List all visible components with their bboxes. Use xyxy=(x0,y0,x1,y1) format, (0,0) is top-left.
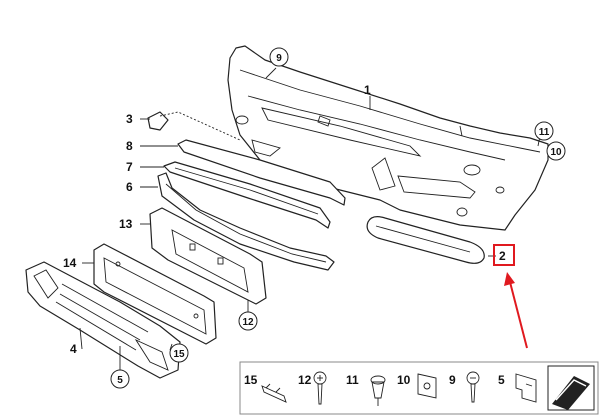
label-14: 14 xyxy=(63,256,77,270)
highlight-box xyxy=(493,244,515,266)
cap-part[interactable] xyxy=(147,111,169,131)
circle-label-11: 11 xyxy=(534,121,554,141)
label-1: 1 xyxy=(364,83,371,97)
svg-text:10: 10 xyxy=(397,373,411,387)
legend-item-insert xyxy=(547,365,595,411)
label-13: 13 xyxy=(119,217,133,231)
svg-text:5: 5 xyxy=(117,375,123,386)
moulding-middle[interactable] xyxy=(163,161,331,229)
leader-lines xyxy=(79,67,541,370)
bumper-carrier[interactable] xyxy=(25,261,181,379)
legend-item-11[interactable]: 11 xyxy=(346,373,386,406)
circle-label-10: 10 xyxy=(546,141,566,161)
spring-nut-icon xyxy=(417,373,437,399)
license-plate-base[interactable] xyxy=(149,207,267,305)
rail-clip-icon xyxy=(261,383,287,403)
fastener-legend: 15 12 11 10 xyxy=(239,361,599,415)
label-7: 7 xyxy=(126,160,133,174)
svg-text:11: 11 xyxy=(539,127,550,138)
bumper-trim-right[interactable] xyxy=(366,216,485,264)
svg-text:5: 5 xyxy=(498,373,505,387)
expanding-rivet-icon xyxy=(370,375,386,406)
bumper-cover[interactable] xyxy=(227,45,549,231)
svg-text:12: 12 xyxy=(242,317,254,328)
svg-text:12: 12 xyxy=(298,373,312,387)
label-2: 2 xyxy=(499,249,506,263)
screw-icon xyxy=(313,371,327,405)
label-6: 6 xyxy=(126,180,133,194)
svg-text:10: 10 xyxy=(550,147,562,158)
legend-item-10[interactable]: 10 xyxy=(397,373,437,399)
moulding-upper[interactable] xyxy=(177,139,346,206)
svg-text:9: 9 xyxy=(276,53,282,64)
license-plate-bracket[interactable] xyxy=(93,243,217,345)
legend-item-9[interactable]: 9 xyxy=(449,371,480,403)
circle-label-9a: 9 xyxy=(269,47,289,67)
svg-text:9: 9 xyxy=(449,373,456,387)
circle-label-12: 12 xyxy=(238,311,258,331)
moulding-lower[interactable] xyxy=(157,172,335,271)
label-3: 3 xyxy=(126,112,133,126)
legend-item-5[interactable]: 5 xyxy=(498,373,537,403)
label-4: 4 xyxy=(70,342,77,356)
svg-text:15: 15 xyxy=(173,349,185,360)
label-8: 8 xyxy=(126,139,133,153)
insert-panel-icon xyxy=(552,376,590,410)
legend-item-12[interactable]: 12 xyxy=(298,371,327,405)
svg-text:11: 11 xyxy=(346,373,359,387)
bracket-clip-icon xyxy=(515,373,537,403)
svg-text:15: 15 xyxy=(244,373,258,387)
highlight-arrow xyxy=(504,272,528,349)
circle-label-5: 5 xyxy=(110,369,130,389)
legend-item-15[interactable]: 15 xyxy=(244,373,287,403)
circle-label-15: 15 xyxy=(169,343,189,363)
round-head-screw-icon xyxy=(466,371,480,403)
